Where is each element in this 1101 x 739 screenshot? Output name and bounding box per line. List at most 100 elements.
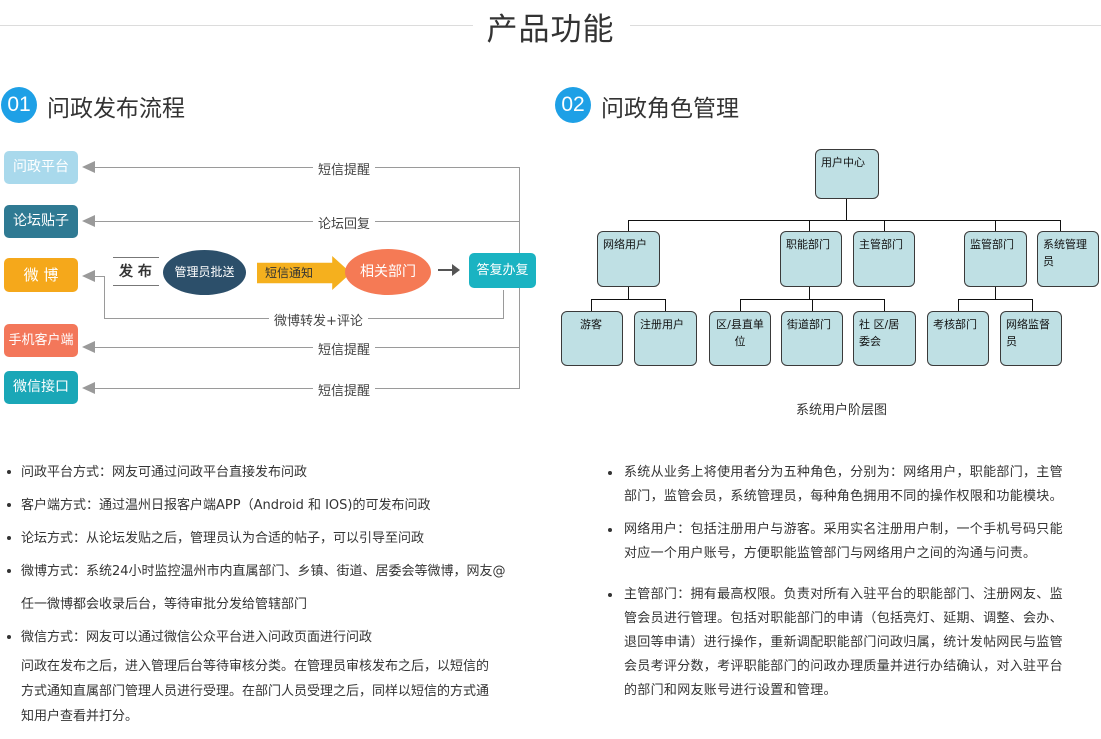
feedback-line-4 xyxy=(93,347,520,348)
bullet-dot xyxy=(608,593,612,597)
bullet-platform: 问政平台方式：网友可通过问政平台直接发布问政 xyxy=(7,460,307,485)
connector-l1-c xyxy=(884,220,885,232)
bullet-dot xyxy=(7,569,11,573)
section-1-number: 01 xyxy=(1,87,37,123)
org-chart-caption: 系统用户阶层图 xyxy=(796,403,888,418)
node-assessment-dept: 考核部门 xyxy=(927,311,989,366)
right-bullet-roles: 系统从业务上将使用者分为五种角色，分别为：网络用户，职能部门，主管 部门，监管会… xyxy=(608,461,1063,509)
bullet-dot xyxy=(608,528,612,532)
bullet-dot xyxy=(608,471,612,475)
node-functional-dept: 职能部门 xyxy=(780,231,842,287)
feedback-label-1: 短信提醒 xyxy=(313,159,376,178)
bullet-weibo: 微博方式：系统24小时监控温州市内直属部门、乡镇、街道、居委会等微博，网友@ xyxy=(7,559,506,584)
connector-root-down xyxy=(846,198,847,221)
channel-weibo: 微 博 xyxy=(4,258,78,292)
right-bullet-roles-line-2: 部门，监管会员，系统管理员，每种角色拥用不同的操作权限和功能模块。 xyxy=(624,489,1063,504)
right-bullet-competent-line-4: 会员考评分数，考评职能部门的问政办理质量并进行办结确认，对入驻平台 xyxy=(624,659,1063,674)
publish-label: 发 布 xyxy=(119,264,152,280)
feedback-line-1 xyxy=(93,167,520,168)
connector-l1-b xyxy=(809,220,810,232)
connector-sup-a xyxy=(958,299,959,311)
dept-to-reply-arrowhead xyxy=(452,264,460,276)
channel-mobile-client: 手机客户端 xyxy=(4,324,78,357)
node-system-admin: 系统管理员 xyxy=(1037,231,1099,287)
bullet-dot xyxy=(7,635,11,639)
publish-flow-diagram: 短信提醒 论坛回复 微博转发+评论 短信提醒 短信提醒 问政平台 论坛贴子 微 … xyxy=(0,140,550,420)
channel-forum-post: 论坛贴子 xyxy=(4,205,78,238)
feedback-label-5: 短信提醒 xyxy=(313,380,376,399)
node-community: 社 区/居 委会 xyxy=(853,311,916,366)
right-bullet-competent-line-5: 的部门和网友账号进行设置和管理。 xyxy=(624,683,837,698)
feedback-label-4: 短信提醒 xyxy=(313,339,376,358)
section-1-title: 问政发布流程 xyxy=(47,96,185,122)
right-bullet-competent-line-2: 管会员进行管理。包括对职能部门的申请（包括亮灯、延期、调整、会办、 xyxy=(624,611,1063,626)
right-bullet-competent-line-1: 主管部门：拥有最高权限。负责对所有入驻平台的职能部门、注册网友、监 xyxy=(624,587,1063,602)
bullet-dot xyxy=(7,503,11,507)
feedback-arrow-4 xyxy=(82,341,95,353)
section-2-number: 02 xyxy=(555,87,591,123)
feedback-line-5 xyxy=(93,388,520,389)
bullet-forum: 论坛方式：从论坛发贴之后，管理员认为合适的帖子，可以引导至问政 xyxy=(7,526,424,551)
feedback-line-3-right xyxy=(503,290,504,319)
connector-net-b xyxy=(665,299,666,311)
role-hierarchy-chart: 用户中心 网络用户 职能部门 主管部门 监管部门 系统管理员 游客 注册用户 区… xyxy=(555,140,1101,380)
title-divider-left xyxy=(0,25,480,26)
channel-wechat: 微信接口 xyxy=(4,371,78,404)
connector-func-down xyxy=(809,286,810,300)
connector-sup-b xyxy=(1032,299,1033,311)
feedback-line-2 xyxy=(93,221,520,222)
connector-net-down xyxy=(628,286,629,300)
node-supervisory-dept: 监管部门 xyxy=(964,231,1027,287)
bullet-dot xyxy=(7,470,11,474)
node-district-unit: 区/县直单位 xyxy=(709,311,771,366)
node-registered-user: 注册用户 xyxy=(634,311,697,366)
connector-level1-bar xyxy=(628,220,1060,221)
bullet-dot xyxy=(7,536,11,540)
bullet-weibo-cont: 任一微博都会收录后台，等待审批分发给管辖部门 xyxy=(21,597,308,612)
sms-notice-label: 短信通知 xyxy=(265,266,314,280)
connector-l1-e xyxy=(1060,220,1061,232)
bullet-client: 客户端方式：通过温州日报客户端APP（Android 和 IOS)的可发布问政 xyxy=(7,493,431,518)
right-bullet-roles-line-1: 系统从业务上将使用者分为五种角色，分别为：网络用户，职能部门，主管 xyxy=(624,465,1063,480)
connector-net-a xyxy=(591,299,592,311)
feedback-arrow-5 xyxy=(82,382,95,394)
feedback-arrow-3 xyxy=(82,270,95,282)
left-paragraph-line-3: 知用户查看并打分。 xyxy=(21,709,139,724)
feedback-line-3-stub xyxy=(93,276,105,277)
related-dept-node: 相关部门 xyxy=(345,249,431,295)
right-bullet-network-line-2: 对应一个用户账号，方便职能监管部门与网络用户之间的沟通与问责。 xyxy=(624,546,1037,561)
bullet-wechat: 微信方式：网友可以通过微信公众平台进入问政页面进行问政 xyxy=(7,625,372,650)
left-paragraph-line-2: 方式通知直属部门管理人员进行受理。在部门人员受理之后，同样以短信的方式通 xyxy=(21,684,490,699)
channel-wenzheng-platform: 问政平台 xyxy=(4,151,78,184)
related-dept-label: 相关部门 xyxy=(360,264,416,280)
connector-l1-d xyxy=(995,220,996,232)
section-2-title: 问政角色管理 xyxy=(601,96,739,122)
node-user-center: 用户中心 xyxy=(815,149,879,199)
feedback-line-3-up xyxy=(104,276,105,319)
admin-approval-label: 管理员批送 xyxy=(174,265,235,279)
feedback-label-2: 论坛回复 xyxy=(313,213,376,232)
feedback-arrow-2 xyxy=(82,215,95,227)
left-paragraph-line-1: 问政在发布之后，进入管理后台等待审核分类。在管理员审核发布之后，以短信的 xyxy=(21,659,490,674)
admin-approval-node: 管理员批送 xyxy=(163,250,246,295)
connector-func-b xyxy=(812,299,813,311)
publish-top-line xyxy=(113,257,159,258)
connector-net-bar xyxy=(591,299,665,300)
node-street-dept: 街道部门 xyxy=(781,311,843,366)
publish-bottom-line xyxy=(113,285,159,286)
reply-node: 答复办复 xyxy=(469,253,536,288)
right-bullet-competent-line-3: 退回等申请）进行操作，重新调配职能部门问政归属，统计发帖网民与监管 xyxy=(624,635,1063,650)
right-bullet-network-user: 网络用户：包括注册用户与游客。采用实名注册用户制，一个手机号码只能 对应一个用户… xyxy=(608,518,1063,566)
title-divider-right xyxy=(630,25,1101,26)
node-network-user: 网络用户 xyxy=(597,231,660,287)
connector-sup-bar xyxy=(958,299,1032,300)
node-network-supervisor: 网络监督员 xyxy=(1000,311,1062,366)
dept-to-reply-line xyxy=(438,269,456,271)
connector-func-c xyxy=(884,299,885,311)
connector-l1-a xyxy=(628,220,629,232)
connector-sup-down xyxy=(995,286,996,300)
node-competent-dept: 主管部门 xyxy=(853,231,915,287)
page-title: 产品功能 xyxy=(0,4,1101,49)
feedback-label-3: 微博转发+评论 xyxy=(269,310,368,329)
connector-func-a xyxy=(740,299,741,311)
